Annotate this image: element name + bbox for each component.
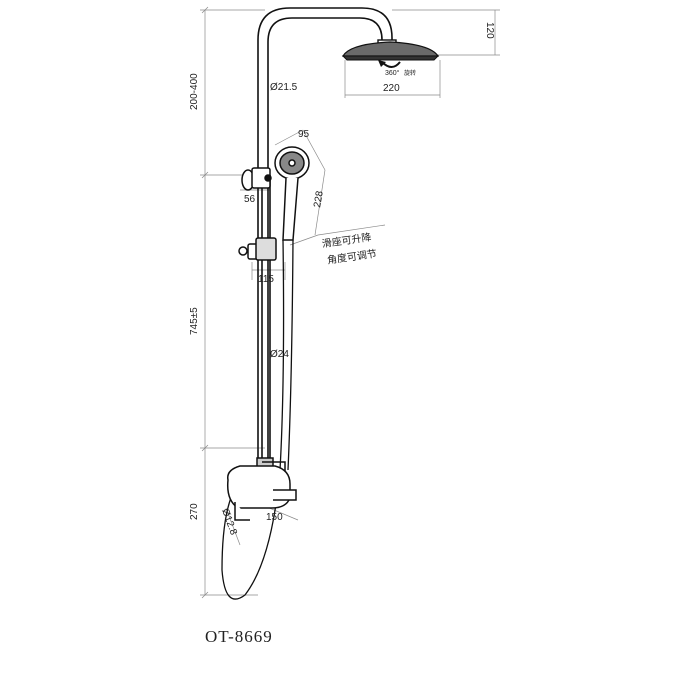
dim-column-dia: Ø24 (270, 349, 289, 360)
dim-slide-width: 115 (258, 274, 274, 285)
dim-rotation-note: 旋转 (404, 69, 416, 77)
dim-holder-offset: 56 (244, 194, 256, 205)
dim-column-height: 745±5 (189, 307, 200, 335)
hand-shower-holder (241, 167, 272, 191)
mixer-valve (226, 457, 297, 521)
dim-rotation: 360° (385, 69, 400, 77)
adjustment-note: 滑座可升降 角度可调节 (321, 230, 378, 267)
shower-outline (257, 7, 393, 470)
dim-top-rise: 200-400 (189, 73, 200, 110)
dim-top-pipe-dia: Ø21.5 (270, 82, 298, 93)
dim-spout-length: 150 (266, 512, 283, 523)
dim-hand-length: 228 (312, 190, 326, 209)
model-number: OT-8669 (205, 627, 273, 646)
overhead-shower-head (341, 39, 440, 68)
dim-hand-head-dia: 95 (298, 129, 310, 140)
dimension-lines (200, 6, 500, 599)
shower-hose (221, 239, 294, 600)
note-line-2: 角度可调节 (326, 247, 377, 267)
dim-head-width: 220 (383, 83, 400, 94)
hand-shower (274, 146, 310, 241)
sliding-seat (238, 237, 277, 261)
dim-head-height: 120 (484, 22, 495, 39)
dimension-labels: 120 220 360° 旋转 200-400 Ø21.5 95 228 56 … (189, 22, 495, 537)
dim-mixer-height: 270 (189, 503, 200, 520)
